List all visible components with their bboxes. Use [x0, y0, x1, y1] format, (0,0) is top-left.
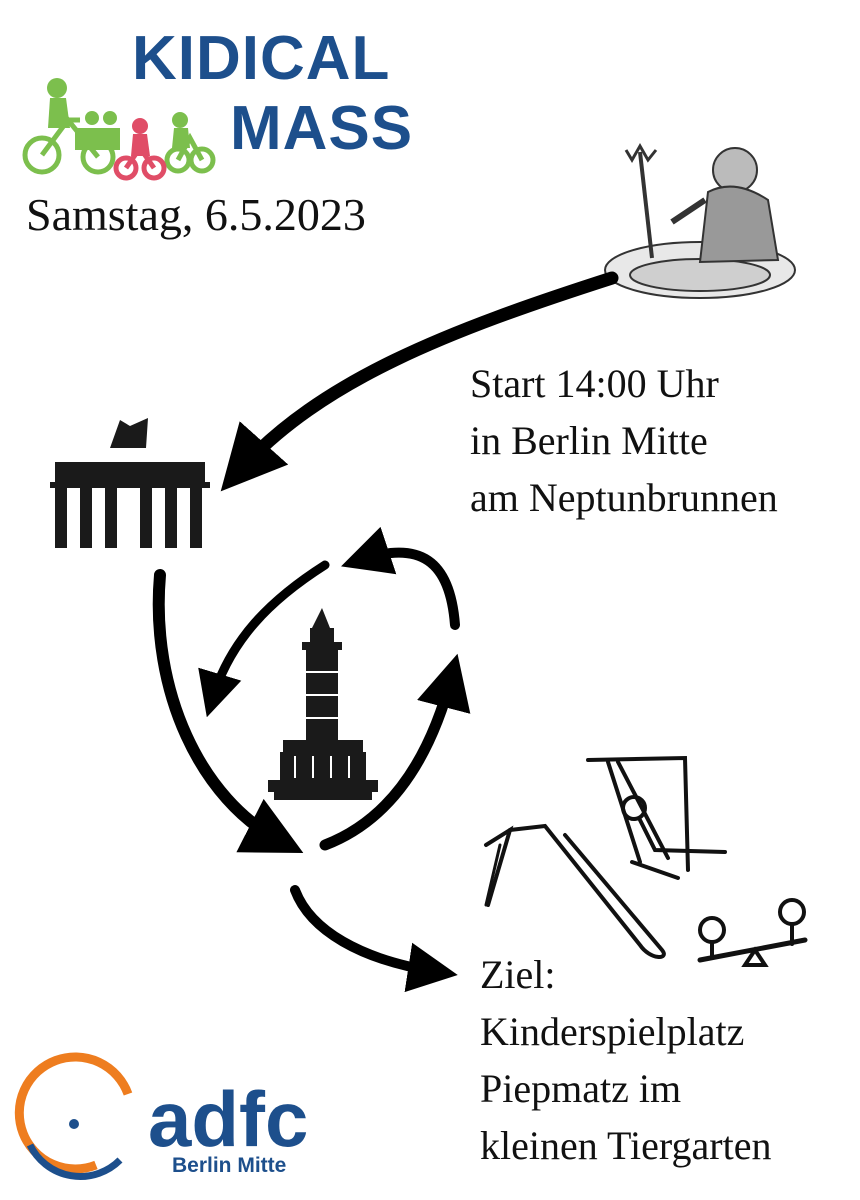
goal-name: Piepmatz im [480, 1066, 682, 1111]
arrow-to-playground [290, 885, 458, 993]
kids-bikes-icon [22, 78, 216, 181]
arrow-gate-to-column [152, 569, 304, 853]
goal-place: Kinderspielplatz [480, 1009, 745, 1054]
adfc-subtitle: Berlin Mitte [172, 1154, 287, 1177]
neptune-fountain-icon [604, 142, 796, 299]
event-date: Samstag, 6.5.2023 [26, 189, 366, 240]
goal-area: kleinen Tiergarten [480, 1123, 772, 1168]
adfc-brand: adfc [148, 1075, 309, 1163]
start-location: in Berlin Mitte [470, 418, 708, 463]
start-info: Start 14:00 Uhr in Berlin Mitte am Neptu… [470, 355, 778, 526]
adfc-logo-icon [14, 1052, 133, 1180]
arrow-neptun-to-gate [220, 271, 619, 492]
logo-title-line1: KIDICAL [132, 24, 391, 93]
victory-column-icon [268, 608, 378, 800]
arrow-circle-left [198, 560, 330, 718]
arrow-circle-up-right [319, 653, 471, 851]
arrow-circle-top [341, 526, 460, 630]
brandenburg-gate-icon [50, 418, 210, 548]
playground-icon [484, 755, 808, 967]
start-place: am Neptunbrunnen [470, 475, 778, 520]
logo-title-line2: MASS [230, 94, 414, 163]
goal-label: Ziel: [480, 952, 556, 997]
goal-info: Ziel: Kinderspielplatz Piepmatz im klein… [480, 946, 771, 1174]
start-time: Start 14:00 Uhr [470, 361, 719, 406]
